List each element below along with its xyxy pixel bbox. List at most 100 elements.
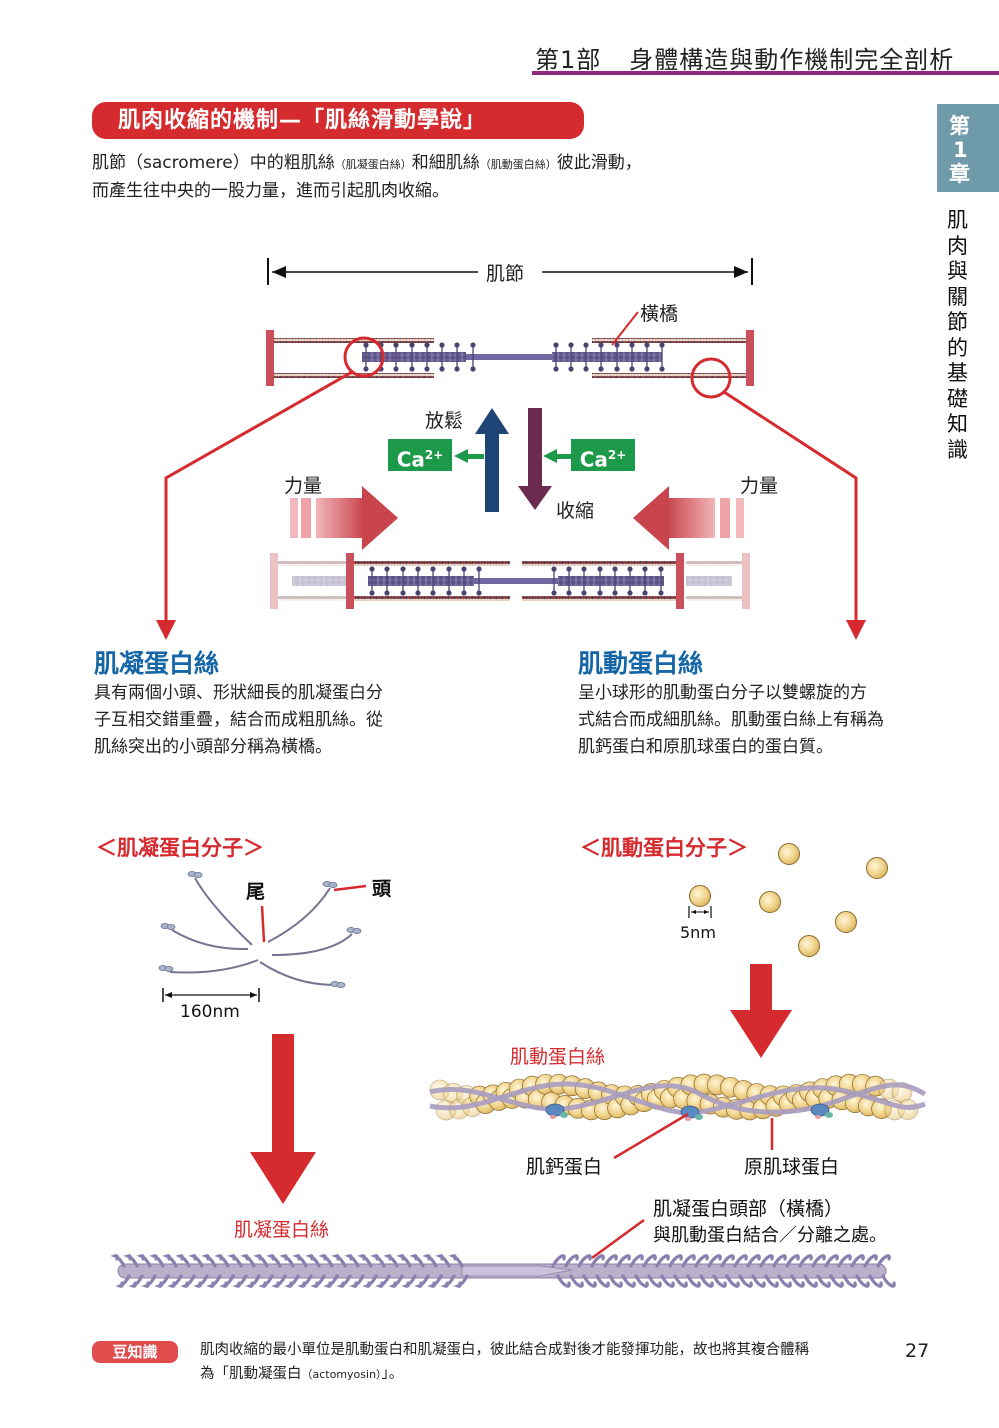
tail-leader xyxy=(260,905,266,943)
myosin-annotations xyxy=(162,884,367,1002)
chapter-title-vertical: 肌 肉 與 關 節 的 基 礎 知 識 xyxy=(947,208,975,463)
cross-bridge-head xyxy=(566,566,572,572)
chapter-title-char: 關 xyxy=(947,284,968,309)
cross-bridge-head xyxy=(384,590,390,596)
actin-annotations xyxy=(591,1112,774,1260)
myosin-head xyxy=(655,1254,670,1268)
myosin-head xyxy=(266,1254,282,1268)
myosin-head xyxy=(175,1254,191,1268)
part-number: 第1部 xyxy=(535,46,602,74)
myosin-head xyxy=(556,1274,571,1288)
myosin-head xyxy=(577,1254,592,1268)
cross-bridge-head xyxy=(598,366,604,372)
myosin-head xyxy=(863,1254,878,1268)
sarcomere-length-indicator xyxy=(267,258,753,285)
thin-filament xyxy=(522,561,676,566)
myosin-head xyxy=(634,1274,649,1288)
myosin-molecule-tail xyxy=(259,961,336,986)
force-label-right: 力量 xyxy=(740,475,779,497)
cross-bridge-head xyxy=(470,342,476,348)
myosin-head xyxy=(375,1274,391,1288)
troponin-leader xyxy=(613,1112,689,1160)
myosin-head xyxy=(855,1274,870,1288)
cross-bridge-head xyxy=(612,566,618,572)
myosin-head xyxy=(154,1274,170,1288)
section-title: 肌肉收縮的機制—「肌絲滑動學說」 xyxy=(92,102,584,139)
cross-bridge-head xyxy=(369,566,375,572)
myosin-head-leader xyxy=(591,1218,645,1260)
myosin-head xyxy=(733,1254,748,1268)
myosin-head xyxy=(136,1254,152,1268)
myosin-head xyxy=(396,1254,412,1268)
myosin-head xyxy=(569,1274,584,1288)
myosin-head xyxy=(790,1274,805,1288)
myosin-molecule-head xyxy=(328,882,338,889)
myosin-head xyxy=(149,1254,165,1268)
header-rule xyxy=(532,71,999,75)
cross-bridge-head xyxy=(566,590,572,596)
myosin-head xyxy=(440,1274,456,1288)
myosin-molecule-head xyxy=(164,966,174,973)
myosin-head xyxy=(707,1254,722,1268)
myosin-head xyxy=(551,1254,566,1268)
description-line: 子互相交錯重疊，結合而成粗肌絲。從 xyxy=(94,710,383,730)
myosin-filament-description: 肌凝蛋白絲 具有兩個小頭、形狀細長的肌凝蛋白分 子互相交錯重疊，結合而成粗肌絲。… xyxy=(94,644,383,761)
myosin-head xyxy=(253,1254,269,1268)
myosin-head xyxy=(240,1254,256,1268)
myosin-head xyxy=(232,1274,248,1288)
myosin-head xyxy=(837,1254,852,1268)
tropomyosin-label: 原肌球蛋白 xyxy=(744,1156,840,1178)
myosin-head xyxy=(777,1274,792,1288)
cross-bridge-head xyxy=(400,566,406,572)
myosin-head xyxy=(162,1254,178,1268)
cross-bridge-head xyxy=(424,342,430,348)
troponin-subunit xyxy=(815,1115,821,1119)
myosin-head xyxy=(850,1254,865,1268)
myosin-head xyxy=(297,1274,313,1288)
calcium-symbol: Ca xyxy=(396,447,425,472)
description-line: 式結合而成細肌絲。肌動蛋白絲上有稱為 xyxy=(578,710,884,730)
myosin-head xyxy=(725,1274,740,1288)
myosin-head xyxy=(141,1274,157,1288)
myosin-head xyxy=(422,1254,438,1268)
thick-filament xyxy=(558,576,664,586)
z-line xyxy=(676,553,684,609)
thin-filament xyxy=(522,596,676,601)
cross-bridge-head xyxy=(409,342,415,348)
myosin-head xyxy=(829,1274,844,1288)
cross-bridge-head xyxy=(597,566,603,572)
myosin-molecule-tail xyxy=(267,887,331,943)
myosin-head xyxy=(759,1254,774,1268)
cross-bridge-head xyxy=(363,342,369,348)
myosin-head xyxy=(699,1274,714,1288)
myosin-head xyxy=(686,1274,701,1288)
cross-bridge-head xyxy=(568,342,574,348)
calcium-symbol: Ca xyxy=(579,447,608,472)
chapter-char: 1 xyxy=(953,138,968,162)
myosin-head xyxy=(258,1274,274,1288)
myosin-head xyxy=(603,1254,618,1268)
myosin-head xyxy=(738,1274,753,1288)
cross-bridge-head xyxy=(470,366,476,372)
troponin-subunit xyxy=(560,1112,568,1118)
relax-arrow xyxy=(475,408,509,512)
myosin-head xyxy=(668,1254,683,1268)
cross-bridge-head xyxy=(393,366,399,372)
myosin-head xyxy=(214,1254,230,1268)
intro-segment: 彼此滑動， xyxy=(556,153,642,173)
cross-bridges xyxy=(363,342,665,372)
cross-bridge-head xyxy=(614,366,620,372)
cross-bridge-head xyxy=(415,566,421,572)
cross-bridge-head xyxy=(553,366,559,372)
actin-filament-description: 肌動蛋白絲 呈小球形的肌動蛋白分子以雙螺旋的方 式結合而成細肌絲。肌動蛋白絲上有… xyxy=(578,644,884,761)
chapter-title-char: 肉 xyxy=(947,233,968,258)
m-line-bare-zone xyxy=(466,354,552,360)
myosin-head xyxy=(876,1254,891,1268)
contracted-sarcomere xyxy=(270,553,750,609)
intro-note: （肌動蛋白絲） xyxy=(479,158,557,171)
calcium-release-arrow xyxy=(454,449,484,463)
cross-bridge-head xyxy=(642,590,648,596)
contract-label: 收縮 xyxy=(556,500,595,522)
myosin-head xyxy=(816,1274,831,1288)
cross-bridge-head xyxy=(553,342,559,348)
